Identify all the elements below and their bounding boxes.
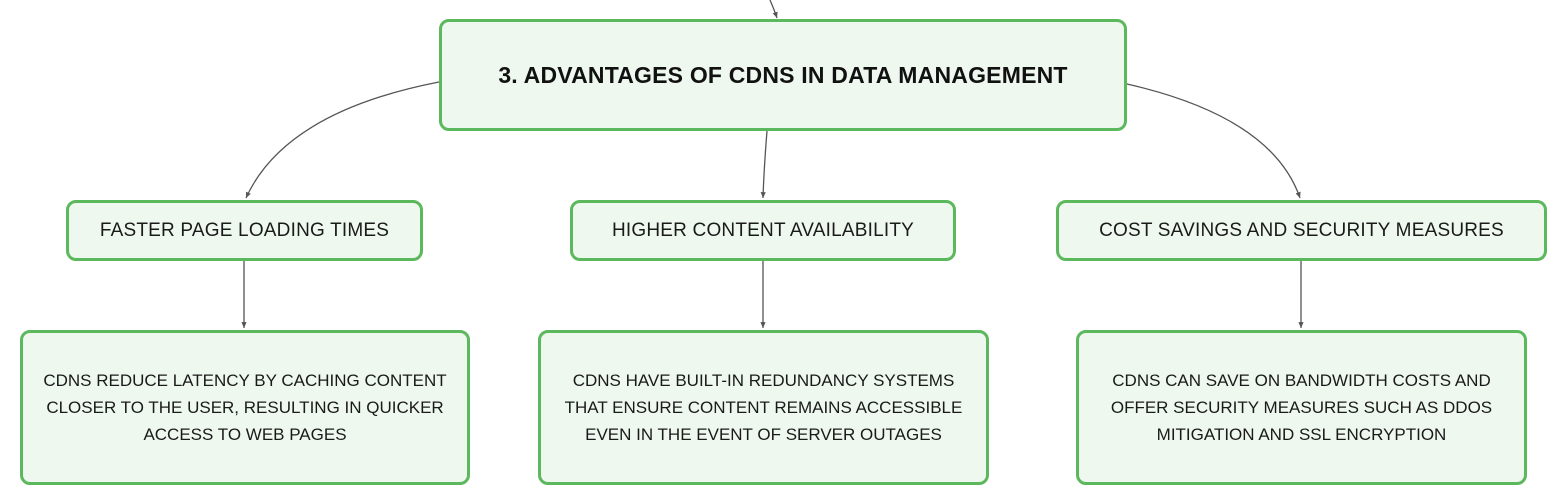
root-node-label: 3. ADVANTAGES OF CDNS IN DATA MANAGEMENT xyxy=(498,61,1068,88)
leaf-node-text: CDNS CAN SAVE ON BANDWIDTH COSTS AND OFF… xyxy=(1110,371,1493,444)
connector-root-to-branch-2 xyxy=(1126,83,1301,199)
branch-node-label: HIGHER CONTENT AVAILABILITY xyxy=(611,219,915,241)
leaf-node-text: CDNS HAVE BUILT-IN REDUNDANCY SYSTEMS TH… xyxy=(564,371,963,444)
leaf-node-text: CDNS REDUCE LATENCY BY CACHING CONTENT C… xyxy=(43,371,447,444)
branch-node-label: FASTER PAGE LOADING TIMES xyxy=(99,219,390,241)
connector-root-to-branch-1 xyxy=(760,130,768,199)
branch-node-faster-page-loading[interactable]: FASTER PAGE LOADING TIMES xyxy=(66,200,423,261)
leaf-node-redundancy-detail[interactable]: CDNS HAVE BUILT-IN REDUNDANCY SYSTEMS TH… xyxy=(538,330,989,485)
root-node[interactable]: 3. ADVANTAGES OF CDNS IN DATA MANAGEMENT xyxy=(439,19,1127,131)
leaf-node-latency-detail[interactable]: CDNS REDUCE LATENCY BY CACHING CONTENT C… xyxy=(20,330,470,485)
connector-root-to-branch-0 xyxy=(245,81,440,199)
connector-parent-to-root xyxy=(769,0,778,19)
branch-node-cost-security[interactable]: COST SAVINGS AND SECURITY MEASURES xyxy=(1056,200,1547,261)
leaf-node-bandwidth-security-detail[interactable]: CDNS CAN SAVE ON BANDWIDTH COSTS AND OFF… xyxy=(1076,330,1527,485)
branch-node-label: COST SAVINGS AND SECURITY MEASURES xyxy=(1099,219,1504,241)
branch-node-higher-availability[interactable]: HIGHER CONTENT AVAILABILITY xyxy=(570,200,956,261)
